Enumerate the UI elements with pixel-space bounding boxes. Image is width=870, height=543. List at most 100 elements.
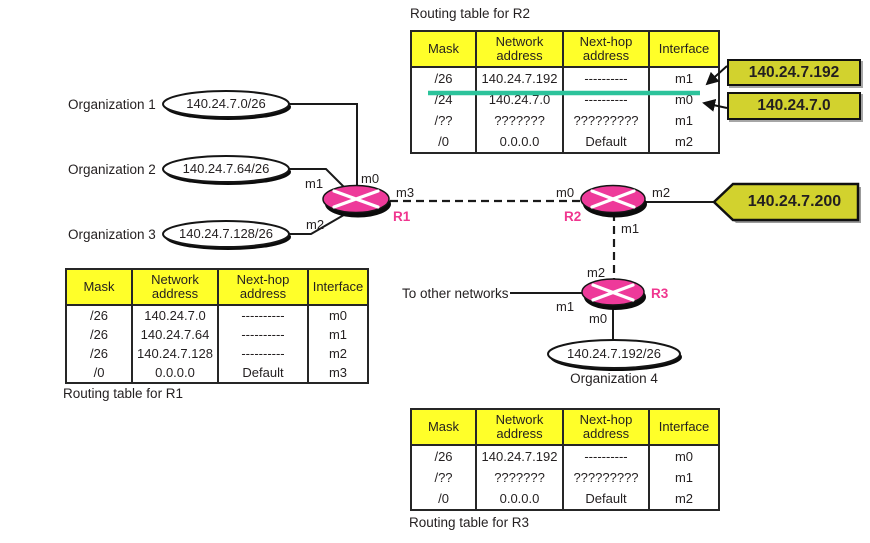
iface-label-r3-m0: m0 xyxy=(589,311,608,326)
table-cell: /?? xyxy=(434,470,453,485)
address-callout-0: 140.24.7.0 xyxy=(727,92,861,120)
table-cell: ????????? xyxy=(573,113,639,128)
table-cell: m1 xyxy=(328,327,348,342)
table-cell: m0 xyxy=(328,308,348,323)
table-cell: ---------- xyxy=(241,327,285,342)
table-cell: ---------- xyxy=(241,308,285,323)
router-name-r3: R3 xyxy=(651,286,669,301)
destination-callout-label: 140.24.7.200 xyxy=(747,193,842,210)
table-column-network: Network address 140.24.7.0 140.24.7.64 1… xyxy=(133,270,219,382)
table-cell: 140.24.7.64 xyxy=(140,327,210,342)
table-column-nexthop: Next-hop address ---------- ---------- ?… xyxy=(564,32,650,152)
router-name-r2: R2 xyxy=(564,209,582,224)
annotation-to-other-networks: To other networks xyxy=(402,286,509,301)
org-label-3: Organization 3 xyxy=(68,227,156,242)
table-caption-r1: Routing table for R1 xyxy=(63,386,184,401)
header-mask: Mask xyxy=(412,410,475,446)
header-network-address: Network address xyxy=(477,32,562,68)
table-cell: 0.0.0.0 xyxy=(155,365,195,380)
table-cell: m0 xyxy=(674,449,694,464)
iface-label-r2-m0: m0 xyxy=(556,185,575,200)
router-r1 xyxy=(322,184,391,218)
iface-label-r2-m2: m2 xyxy=(652,185,671,200)
header-network-address: Network address xyxy=(477,410,562,446)
table-cell: /26 xyxy=(89,327,109,342)
table-column-mask: Mask /26 /24 /?? /0 xyxy=(412,32,477,152)
iface-label-r3-m2: m2 xyxy=(587,265,606,280)
org-network-4: 140.24.7.192/26 xyxy=(567,346,661,361)
iface-label-r1-m2: m2 xyxy=(306,217,325,232)
router-r2 xyxy=(580,184,647,218)
table-cell: ---------- xyxy=(584,449,628,464)
table-cell: /?? xyxy=(434,113,453,128)
table-cell: m1 xyxy=(674,113,694,128)
table-cell: ??????? xyxy=(494,113,545,128)
table-cell: m1 xyxy=(674,470,694,485)
table-cell: m0 xyxy=(674,92,694,107)
header-interface: Interface xyxy=(309,270,367,306)
org-label-4: Organization 4 xyxy=(570,371,658,386)
routing-table-r2: Mask /26 /24 /?? /0 Network address 140.… xyxy=(410,30,720,154)
iface-label-r1-m3: m3 xyxy=(396,185,415,200)
table-cell: /26 xyxy=(434,71,453,86)
table-cell: Default xyxy=(585,491,627,506)
address-callout-192: 140.24.7.192 xyxy=(727,59,861,86)
header-mask: Mask xyxy=(67,270,131,306)
table-cell: /24 xyxy=(434,92,453,107)
table-column-nexthop: Next-hop address ---------- ---------- -… xyxy=(219,270,309,382)
routing-table-r3: Mask /26 /?? /0 Network address 140.24.7… xyxy=(410,408,720,511)
org-network-3: 140.24.7.128/26 xyxy=(179,226,273,241)
header-interface: Interface xyxy=(650,410,718,446)
header-mask: Mask xyxy=(412,32,475,68)
table-cell: /0 xyxy=(438,134,449,149)
table-cell: 140.24.7.0 xyxy=(144,308,206,323)
table-cell: m2 xyxy=(674,491,694,506)
table-column-network: Network address 140.24.7.192 140.24.7.0 … xyxy=(477,32,564,152)
org-network-2: 140.24.7.64/26 xyxy=(182,161,270,176)
iface-label-r1-m0: m0 xyxy=(361,171,380,186)
table-cell: Default xyxy=(585,134,627,149)
table-cell: 140.24.7.192 xyxy=(481,71,558,86)
table-cell: ????????? xyxy=(573,470,639,485)
table-column-network: Network address 140.24.7.192 ??????? 0.0… xyxy=(477,410,564,509)
table-column-mask: Mask /26 /26 /26 /0 xyxy=(67,270,133,382)
router-name-r1: R1 xyxy=(393,209,411,224)
org-network-1: 140.24.7.0/26 xyxy=(186,96,266,111)
table-column-nexthop: Next-hop address ---------- ????????? De… xyxy=(564,410,650,509)
table-cell: /26 xyxy=(89,346,109,361)
table-cell: 0.0.0.0 xyxy=(499,134,540,149)
header-nexthop-address: Next-hop address xyxy=(219,270,307,306)
header-interface: Interface xyxy=(650,32,718,68)
table-column-interface: Interface m0 m1 m2 xyxy=(650,410,718,509)
header-nexthop-address: Next-hop address xyxy=(564,410,648,446)
iface-label-r2-m1: m1 xyxy=(621,221,640,236)
table-cell: ---------- xyxy=(241,346,285,361)
org-label-2: Organization 2 xyxy=(68,162,156,177)
iface-label-r3-m1: m1 xyxy=(556,299,575,314)
table-caption-r3: Routing table for R3 xyxy=(409,515,530,530)
table-cell: /26 xyxy=(89,308,109,323)
table-cell: ??????? xyxy=(494,470,545,485)
header-network-address: Network address xyxy=(133,270,217,306)
table-cell: ---------- xyxy=(584,92,628,107)
table-column-mask: Mask /26 /?? /0 xyxy=(412,410,477,509)
table-cell: 140.24.7.0 xyxy=(488,92,551,107)
header-nexthop-address: Next-hop address xyxy=(564,32,648,68)
routing-table-r1: Mask /26 /26 /26 /0 Network address 140.… xyxy=(65,268,369,384)
table-cell: m1 xyxy=(674,71,694,86)
org-label-1: Organization 1 xyxy=(68,97,156,112)
router-r3 xyxy=(581,278,646,310)
iface-label-r1-m1: m1 xyxy=(305,176,324,191)
table-cell: 140.24.7.128 xyxy=(137,346,213,361)
table-caption-r2: Routing table for R2 xyxy=(410,6,531,21)
table-cell: m2 xyxy=(328,346,348,361)
table-column-interface: Interface m0 m1 m2 m3 xyxy=(309,270,367,382)
table-cell: /26 xyxy=(434,449,453,464)
table-cell: Default xyxy=(242,365,284,380)
table-cell: ---------- xyxy=(584,71,628,86)
table-column-interface: Interface m1 m0 m1 m2 xyxy=(650,32,718,152)
table-cell: /0 xyxy=(93,365,105,380)
table-cell: 0.0.0.0 xyxy=(499,491,540,506)
table-cell: /0 xyxy=(438,491,449,506)
